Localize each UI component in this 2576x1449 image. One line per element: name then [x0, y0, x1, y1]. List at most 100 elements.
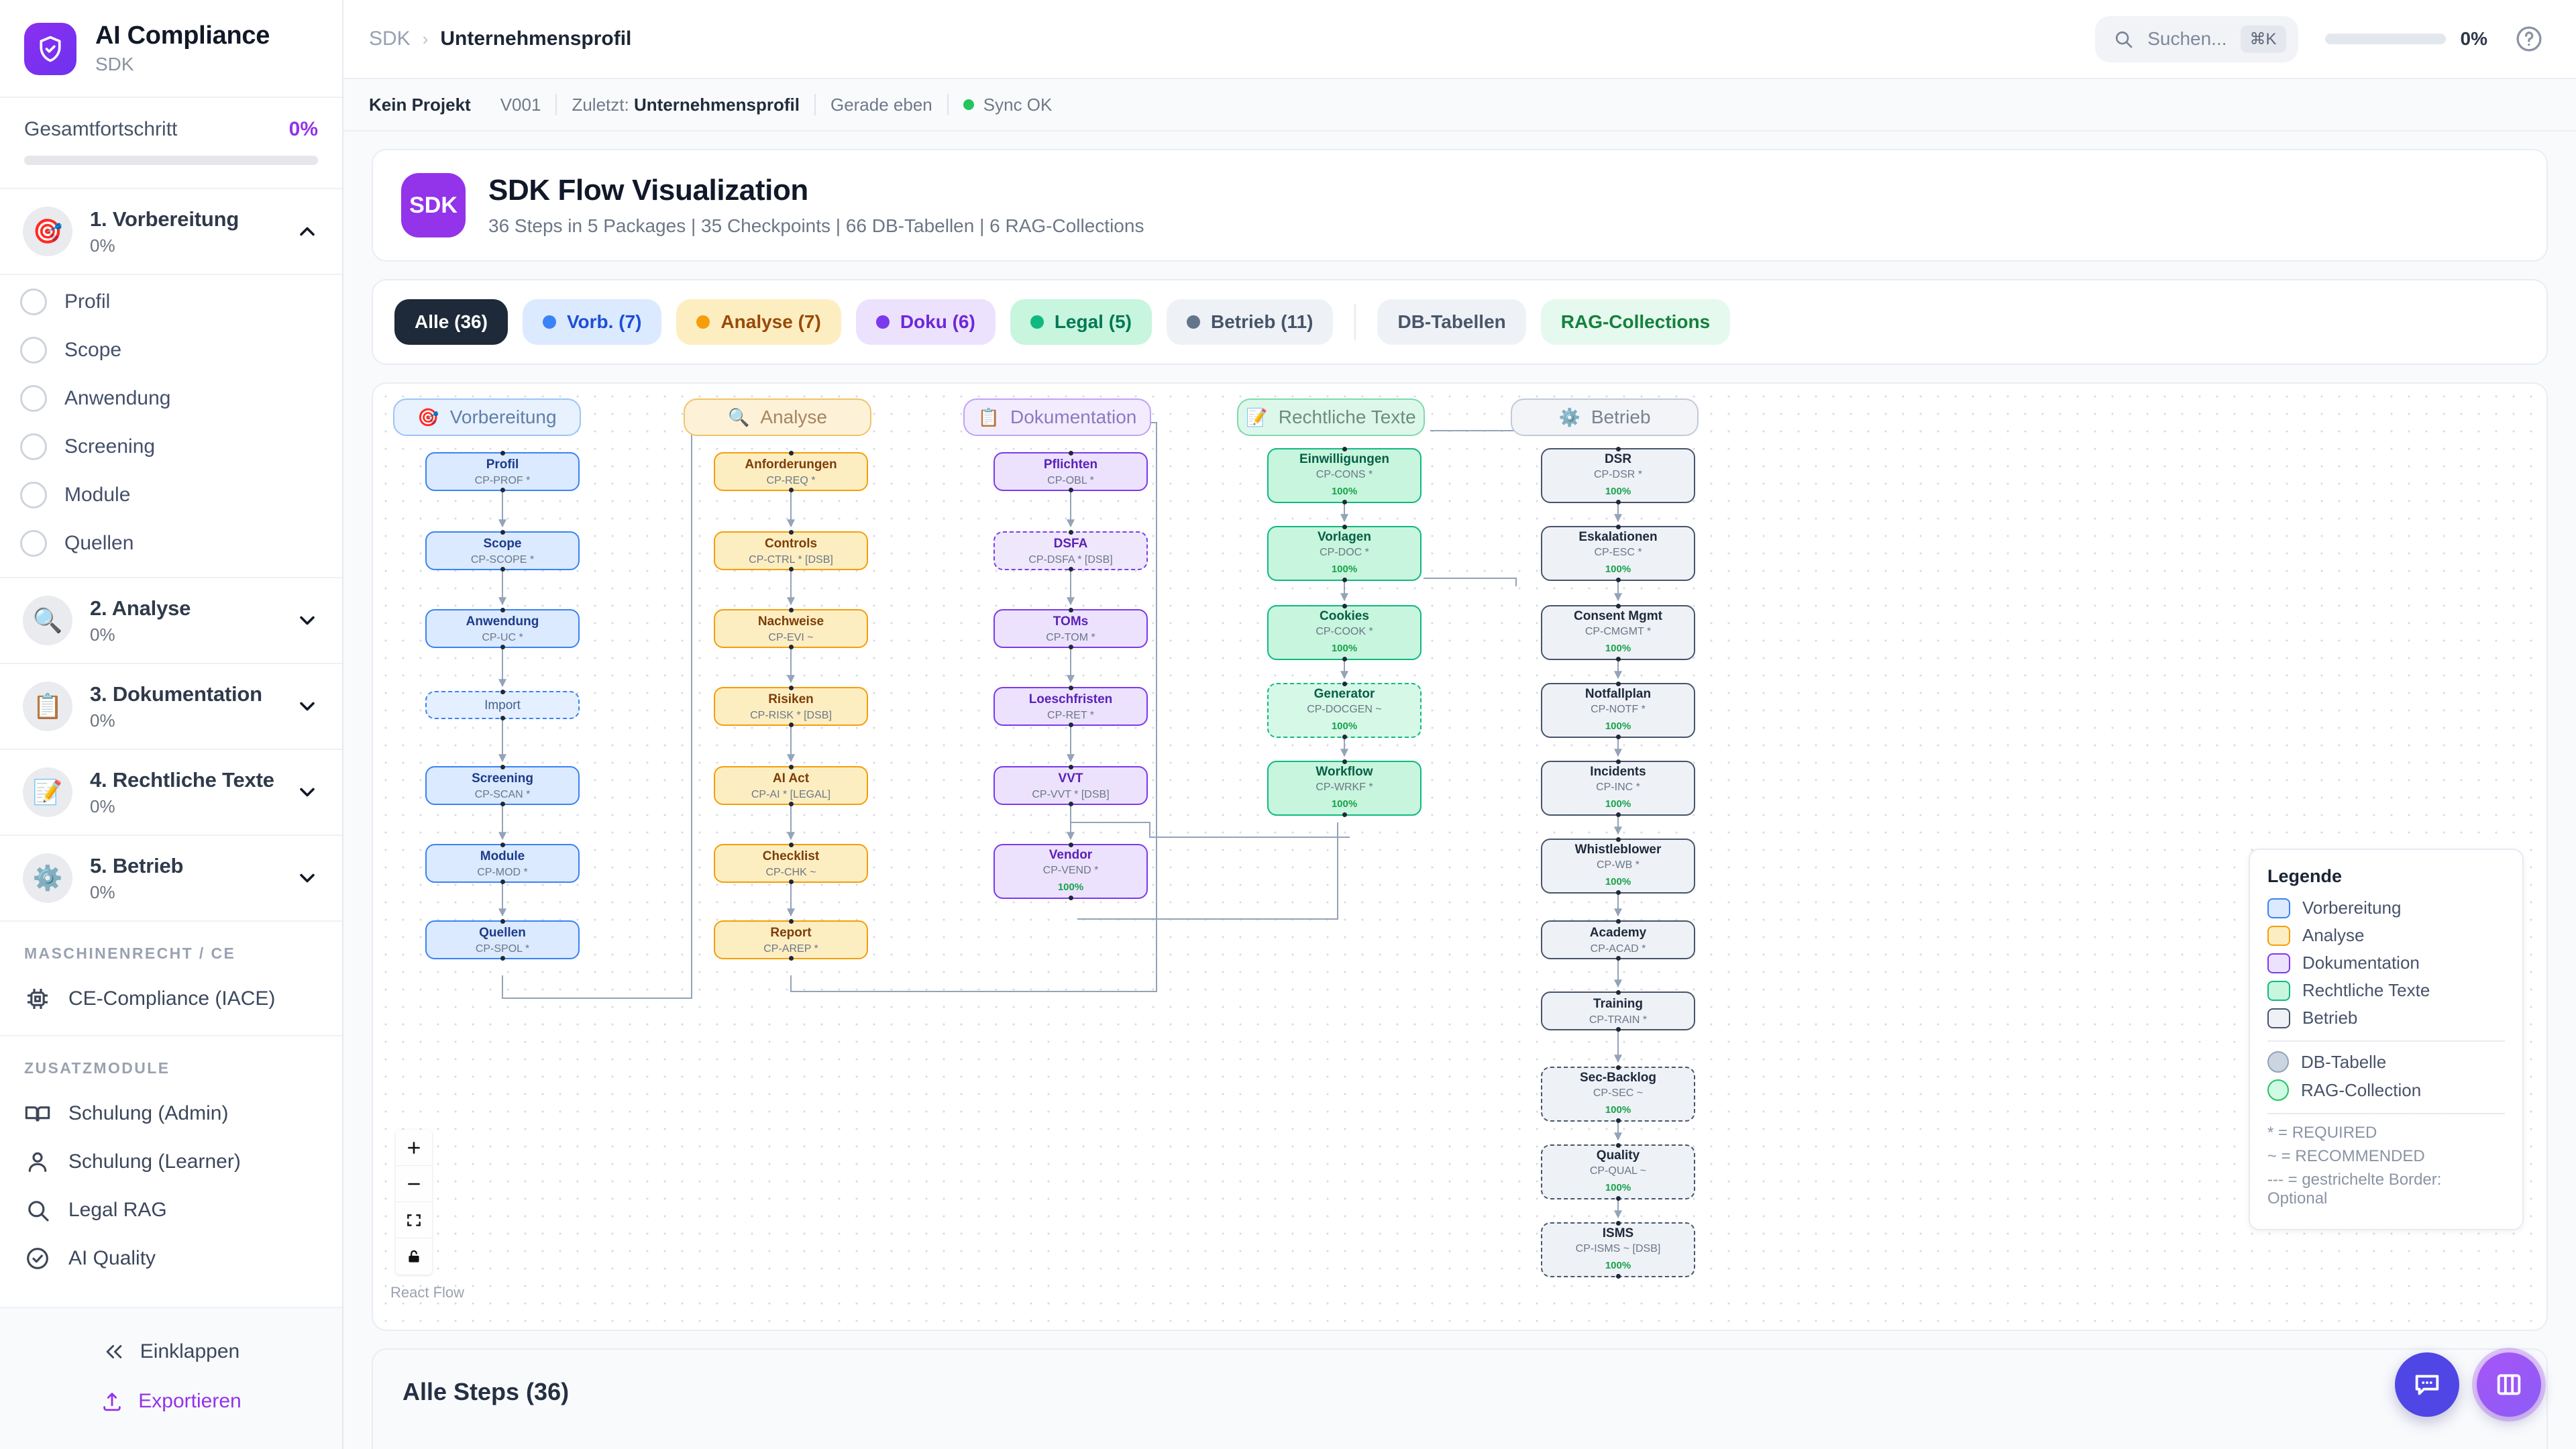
search-input[interactable]: Suchen... ⌘K	[2095, 15, 2298, 62]
header-progress: 0%	[2324, 28, 2487, 50]
group-label: Betrieb	[1591, 407, 1651, 427]
sidebar-item-anwendung[interactable]: Anwendung	[0, 374, 342, 423]
zoom-in-icon[interactable]	[396, 1130, 432, 1166]
legend-label: Analyse	[2302, 925, 2365, 945]
sidebar-item-legal-rag[interactable]: Legal RAG	[0, 1186, 342, 1234]
node-title: Profil	[486, 458, 519, 472]
filter-db-tabellen[interactable]: DB-Tabellen	[1377, 299, 1526, 345]
step-radio[interactable]	[20, 433, 47, 460]
sidebar-item-quellen[interactable]: Quellen	[0, 519, 342, 568]
step-radio[interactable]	[20, 482, 47, 508]
filter-betrieb-11[interactable]: Betrieb (11)	[1166, 299, 1334, 345]
status-last-value: Unternehmensprofil	[633, 94, 800, 115]
sidebar-item-scope[interactable]: Scope	[0, 326, 342, 374]
filter-vorb-7[interactable]: Vorb. (7)	[522, 299, 662, 345]
chat-fab[interactable]	[2395, 1352, 2459, 1417]
node-handle-bottom	[1068, 488, 1073, 492]
chip-icon	[28, 989, 48, 1009]
flow-canvas[interactable]: 🎯Vorbereitung🔍Analyse📋Dokumentation📝Rech…	[372, 382, 2548, 1331]
filter-label: Analyse (7)	[720, 311, 821, 332]
flow-node-import[interactable]: Import	[425, 690, 580, 720]
node-handle-top	[1342, 759, 1347, 764]
filter-rag-collections[interactable]: RAG-Collections	[1540, 299, 1731, 345]
zoom-out-icon[interactable]	[396, 1166, 432, 1202]
node-handle-top	[500, 919, 505, 924]
node-title: DSR	[1604, 451, 1632, 466]
step-radio[interactable]	[20, 288, 47, 315]
filter-doku-6[interactable]: Doku (6)	[855, 299, 996, 345]
lock-icon[interactable]	[396, 1238, 432, 1275]
sidebar-item-ce-compliance[interactable]: CE-Compliance (IACE)	[0, 975, 342, 1023]
node-handle-bottom	[500, 488, 505, 492]
group-emoji-icon: 📝	[1246, 407, 1268, 427]
panel-fab[interactable]	[2472, 1348, 2546, 1421]
sidebar-item-ai-quality[interactable]: AI Quality	[0, 1234, 342, 1283]
node-handle-top	[1068, 686, 1073, 690]
filter-legal-5[interactable]: Legal (5)	[1010, 299, 1152, 345]
filter-alle-36[interactable]: Alle (36)	[394, 299, 508, 345]
collapse-sidebar-button[interactable]: Einklappen	[0, 1327, 342, 1377]
status-sync: Sync OK	[949, 95, 1067, 115]
sidebar-item-screening[interactable]: Screening	[0, 423, 342, 471]
step-radio[interactable]	[20, 385, 47, 412]
step-radio[interactable]	[20, 530, 47, 557]
sidebar-item-schulung-admin[interactable]: Schulung (Admin)	[0, 1089, 342, 1138]
phase-name: 4. Rechtliche Texte	[90, 767, 274, 792]
step-radio[interactable]	[20, 337, 47, 364]
node-title: Import	[484, 698, 521, 713]
node-handle-bottom	[1615, 500, 1621, 504]
fit-view-icon[interactable]	[396, 1202, 432, 1238]
sidebar-item-profil[interactable]: Profil	[0, 278, 342, 326]
filter-label: RAG-Collections	[1560, 311, 1711, 332]
export-button[interactable]: Exportieren	[0, 1377, 342, 1426]
filter-analyse-7[interactable]: Analyse (7)	[676, 299, 841, 345]
sidebar-item-schulung-learner[interactable]: Schulung (Learner)	[0, 1138, 342, 1186]
node-code: CP-WB *	[1597, 859, 1640, 871]
sidebar-item-module[interactable]: Module	[0, 471, 342, 519]
node-code: CP-DSR *	[1593, 469, 1642, 481]
help-circle-icon[interactable]	[2514, 24, 2544, 54]
breadcrumb-root[interactable]: SDK	[369, 28, 411, 50]
